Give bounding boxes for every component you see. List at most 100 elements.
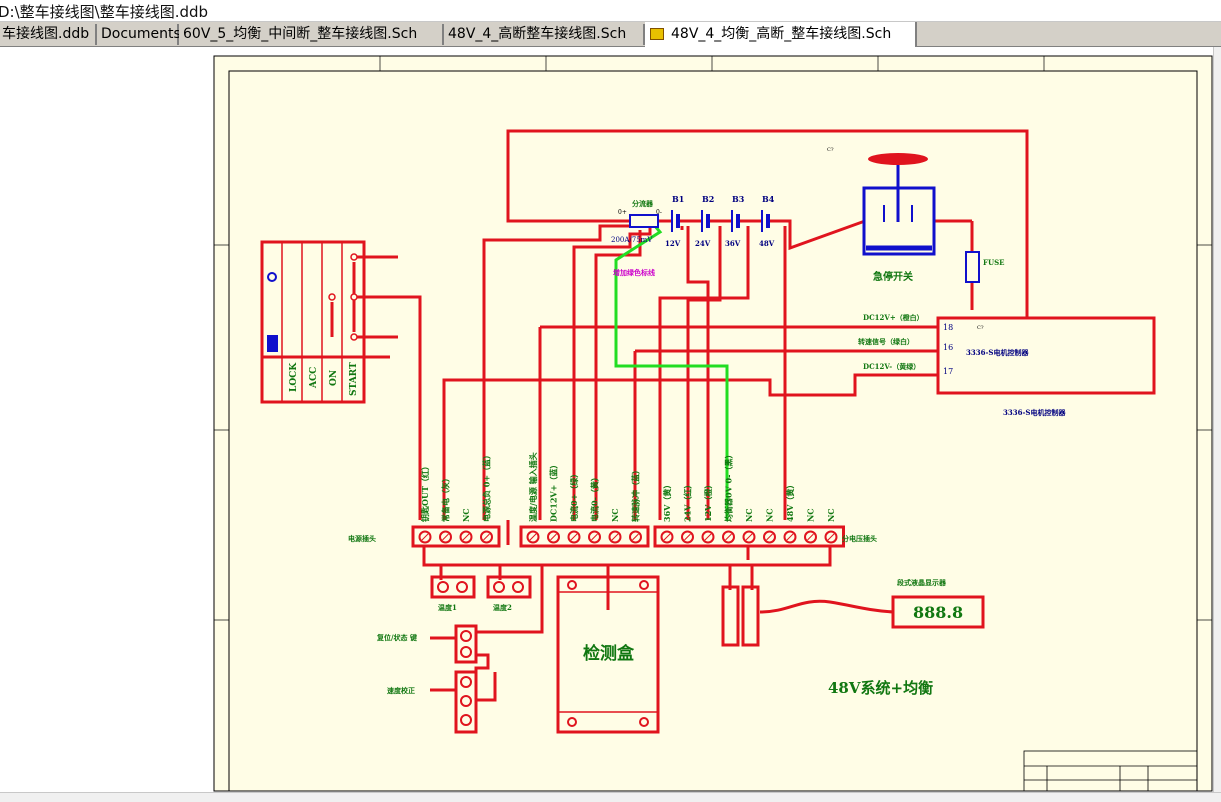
power-plug-label: 电源插头: [348, 534, 376, 543]
key-lock: LOCK: [289, 362, 299, 392]
terminal-pin: [459, 530, 473, 544]
sheet-border: [213, 55, 1213, 792]
terminal-pin-label: NC: [806, 508, 816, 522]
svg-text:C?: C?: [827, 147, 834, 153]
horizontal-scrollbar[interactable]: [0, 792, 1221, 802]
terminal-pin-label: 温度/电源 输入插头: [528, 452, 538, 522]
terminal-pin: [439, 530, 452, 544]
terminal-pin-label: NC: [461, 508, 471, 522]
key-on: ON: [329, 370, 339, 386]
battery-voltage: 48V: [759, 239, 775, 248]
detection-box-label: 检测盒: [583, 643, 635, 664]
shunt-label: 分流器: [632, 199, 654, 208]
shunt-component: 分流器 200A/75mV 0+ 0-: [611, 199, 662, 244]
sheet-inner-border: [228, 70, 1198, 792]
display-label: 段式液晶显示器: [897, 578, 947, 587]
terminal-pin: [480, 530, 493, 544]
battery-voltage: 24V: [695, 239, 711, 248]
battery-voltage: 36V: [725, 239, 741, 248]
controller-caption: 3336-S电机控制器: [1003, 408, 1066, 417]
sheet-ruler-ticks: [214, 56, 1212, 621]
tab-60v-schematic[interactable]: 60V_5_均衡_中间断_整车接线图.Sch: [179, 24, 444, 45]
shunt-plus: 0+: [618, 209, 627, 216]
shunt-minus: 0-: [656, 209, 662, 216]
terminal-pin: [701, 530, 715, 544]
key-switch: LOCK ACC ON START: [260, 240, 366, 404]
terminal-pin: [783, 530, 797, 544]
window-title-bar: D:\整车接线图\整车接线图.ddb: [0, 0, 1221, 22]
terminal-pin: [824, 530, 838, 544]
temp1-label: 温度1: [438, 603, 457, 612]
tab-documents[interactable]: Documents: [97, 24, 181, 45]
controller-name: 3336-S电机控制器: [966, 348, 1029, 357]
terminal-pin: [660, 530, 674, 544]
terminal-pin-label: 电流0+（绿）: [569, 470, 579, 522]
signal-terminal-block: 温度/电源 输入插头 DC12V+（蓝） 电流0+（绿） 电流0-（黄） NC 转速脉冲（…: [519, 452, 650, 548]
terminal-pin: [742, 530, 756, 544]
green-note: 增加绿色标线: [613, 268, 655, 277]
battery-name: B4: [762, 194, 775, 204]
terminal-pin-label: 24V（红）: [683, 481, 693, 522]
svg-text:C?: C?: [977, 325, 984, 331]
motor-controller: 3336-S电机控制器 3336-S电机控制器 C? 18 16 17 DC12…: [858, 313, 1156, 417]
temp2-label: 温度2: [493, 603, 512, 612]
terminal-pin: [804, 530, 817, 544]
terminal-pin-label: 12V（橙）: [703, 481, 713, 522]
title-block: [1023, 750, 1198, 792]
terminal-pin-label: NC: [744, 508, 754, 522]
terminal-pin-label: NC: [610, 508, 620, 522]
terminal-pin-label: 36V（黄）: [662, 481, 672, 522]
terminal-pin: [722, 530, 735, 544]
temp-connectors: 温度1 温度2: [430, 575, 532, 612]
terminal-pin-label: 电流0-（黄）: [590, 473, 600, 522]
terminal-pin-label: 钥匙OUT（红）: [420, 462, 430, 522]
battery-name: B2: [702, 194, 714, 204]
left-panel: [0, 47, 213, 792]
tab-48v-high-cut[interactable]: 48V_4_高断整车接线图.Sch: [444, 24, 645, 45]
terminal-pin-label: 电源总负 0+（蓝）: [482, 451, 492, 522]
shunt-rating: 200A/75mV: [611, 236, 653, 244]
terminal-pin: [526, 530, 540, 544]
terminal-pin: [418, 530, 432, 544]
battery-name: B3: [732, 194, 745, 204]
tab-label: 48V_4_均衡_高断_整车接线图.Sch: [671, 26, 892, 42]
fuse-symbol: [965, 251, 980, 283]
lcd-display: 888.8 段式液晶显示器: [891, 578, 985, 629]
terminal-pin: [763, 530, 776, 544]
pin-18-label: DC12V+（橙白）: [863, 313, 924, 322]
battery-b2: B2 24V: [695, 194, 714, 248]
tab-48v-balance-schematic[interactable]: 48V_4_均衡_高断_整车接线图.Sch: [645, 22, 917, 47]
key-acc: ACC: [309, 367, 319, 389]
fuse-label: FUSE: [983, 258, 1004, 267]
hall-sensor: [721, 585, 760, 647]
terminal-pin: [588, 530, 601, 544]
vertical-scrollbar[interactable]: [1213, 47, 1221, 792]
battery-b4: B4 48V: [759, 194, 775, 248]
voltage-plug-label: 分电压插头: [842, 534, 877, 543]
terminal-pin: [681, 530, 694, 544]
document-tab-bar: 车接线图.ddb Documents 60V_5_均衡_中间断_整车接线图.Sc…: [0, 22, 1221, 47]
detection-box: 检测盒: [556, 575, 660, 734]
pin-16: 16: [943, 343, 953, 352]
terminal-pin: [567, 530, 581, 544]
terminal-pin-label: NC: [765, 508, 775, 522]
green-balance-wire: [614, 225, 729, 520]
speed-calib-connector: 速度校正: [387, 670, 478, 734]
pin-18: 18: [943, 323, 953, 332]
system-title: 48V系统+均衡: [828, 679, 933, 697]
terminal-pin: [547, 530, 560, 544]
terminal-pin-label: 均衡器0V 0-（黑）: [724, 451, 734, 522]
terminal-pin-label: DC12V+（蓝）: [549, 461, 559, 522]
battery-voltage: 12V: [665, 239, 681, 248]
window-title: D:\整车接线图\整车接线图.ddb: [0, 3, 209, 21]
terminal-pin-label: 转速脉冲（蓝）: [631, 466, 641, 522]
tab-ddb[interactable]: 车接线图.ddb: [0, 24, 97, 45]
reset-button: 复位/状态 键: [376, 624, 478, 664]
speed-calib-label: 速度校正: [387, 686, 415, 695]
